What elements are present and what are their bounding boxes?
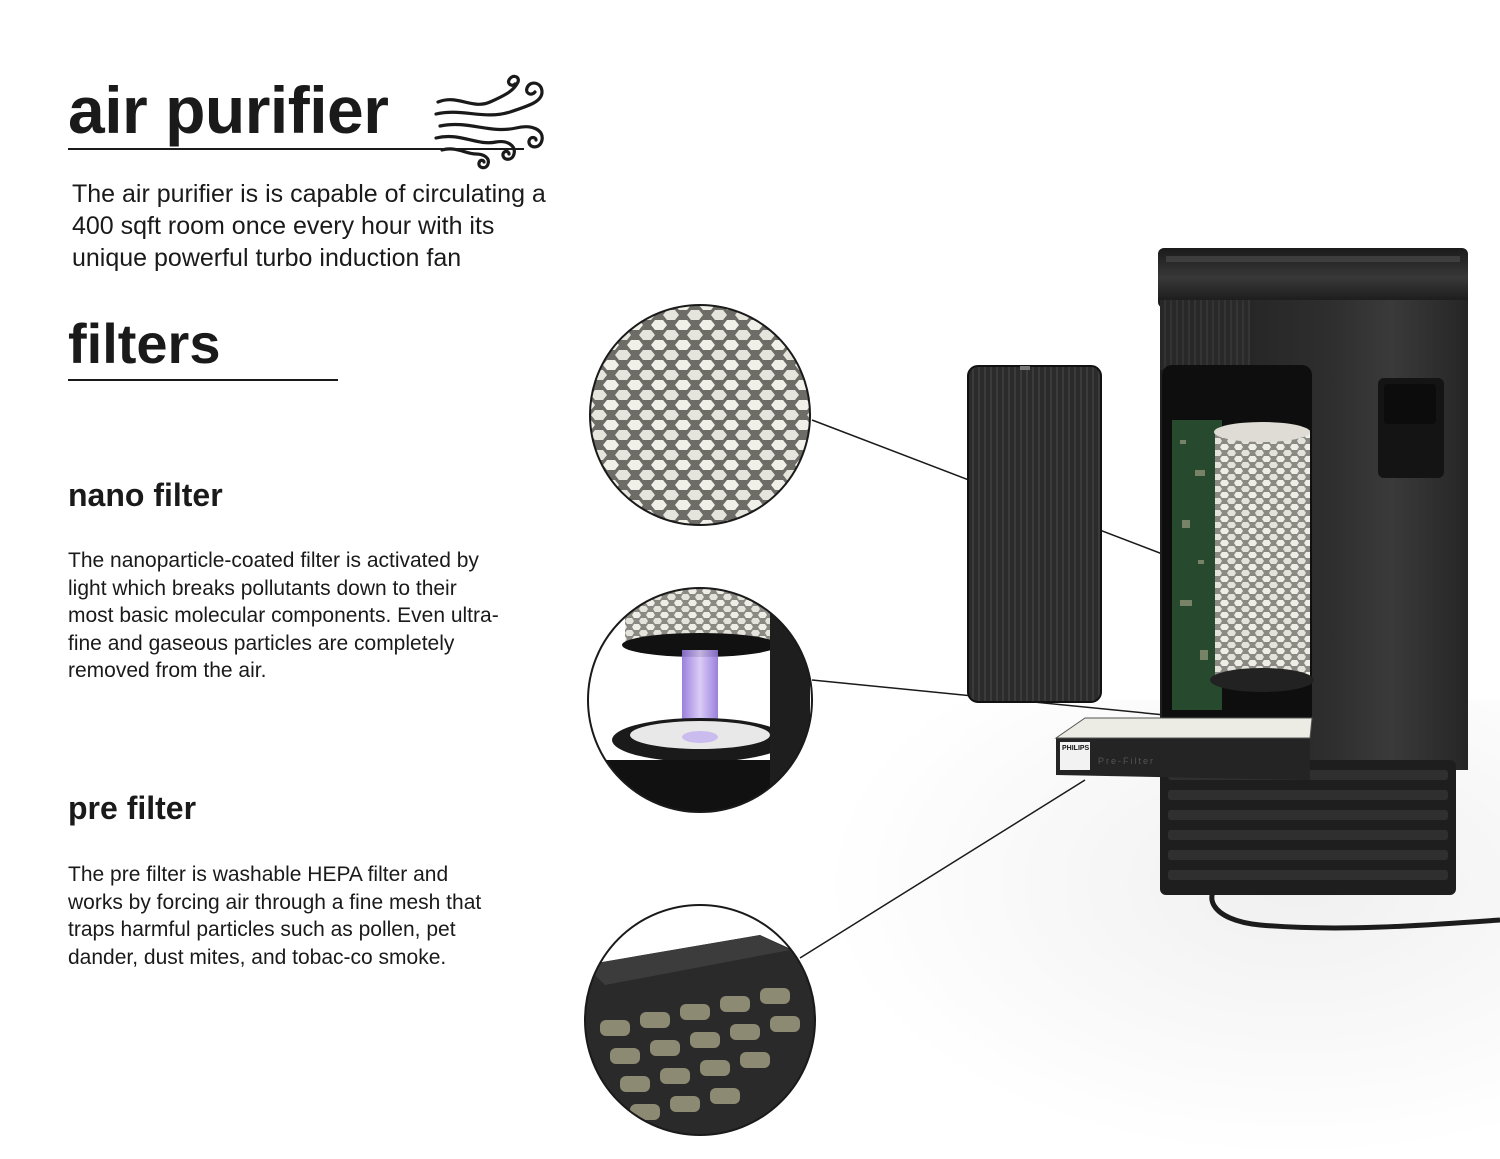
title-underline bbox=[68, 148, 524, 150]
pre-filter-title: pre filter bbox=[68, 790, 197, 826]
filters-section-title: filters bbox=[68, 312, 221, 375]
pre-filter-description: The pre filter is washable HEPA filter a… bbox=[68, 863, 482, 969]
page-title: air purifier bbox=[68, 73, 389, 147]
wind-icon bbox=[434, 74, 544, 170]
nano-filter-description: The nanoparticle-coated filter is activa… bbox=[68, 549, 499, 682]
intro-description: The air purifier is is capable of circul… bbox=[72, 180, 546, 272]
filters-underline bbox=[68, 379, 338, 381]
product-illustration: PHILIPS Pre-Filter bbox=[584, 248, 1500, 1136]
tray-brand-label: PHILIPS bbox=[1062, 745, 1090, 752]
nano-filter-title: nano filter bbox=[68, 477, 223, 513]
tray-label: Pre-Filter bbox=[1098, 756, 1155, 766]
